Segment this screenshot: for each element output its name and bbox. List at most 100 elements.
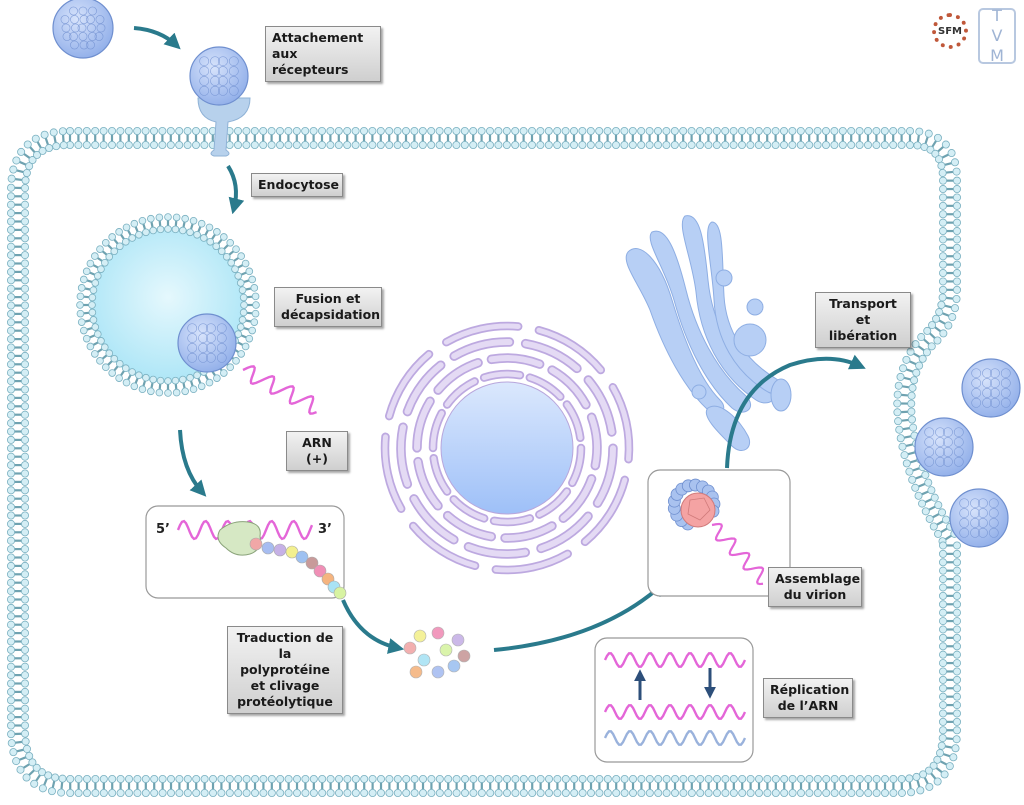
lipid-head	[245, 267, 254, 276]
lipid-head	[570, 127, 579, 136]
lipid-head	[89, 286, 98, 294]
lipid-head	[28, 758, 37, 767]
lipid-head	[40, 130, 49, 139]
lipid-head	[637, 775, 646, 784]
lipid-head	[7, 721, 16, 730]
capsomer	[210, 56, 220, 67]
lipid-head	[939, 608, 948, 617]
lipid-tail	[901, 418, 909, 422]
capsomer	[943, 456, 953, 467]
lipid-head	[939, 252, 948, 261]
lipid-head	[953, 252, 962, 261]
lipid-head	[360, 789, 369, 798]
lipid-head	[671, 789, 680, 798]
lipid-head	[536, 789, 545, 798]
lipid-tail	[909, 360, 917, 366]
lipid-head	[7, 192, 15, 201]
lipid-head	[21, 545, 30, 554]
lipid-head	[953, 558, 962, 567]
capsomer	[206, 333, 216, 343]
lipid-head	[7, 687, 16, 696]
lipid-head	[82, 127, 91, 136]
lipid-head	[938, 168, 947, 177]
lipid-head	[662, 789, 671, 798]
lipid-head	[309, 140, 318, 149]
lipid-tail	[942, 312, 950, 317]
lipid-head	[805, 140, 814, 149]
capsomer	[187, 323, 198, 334]
lipid-head	[889, 775, 898, 784]
lipid-head	[138, 385, 147, 394]
lipid-head	[82, 140, 91, 149]
envelope-segment-highlight	[491, 515, 533, 525]
lipid-head	[637, 140, 646, 149]
lipid-head	[953, 684, 962, 693]
cleaved-protein	[447, 659, 461, 673]
lipid-tail	[912, 467, 920, 472]
lipid-head	[99, 775, 108, 784]
lipid-tail	[915, 475, 923, 480]
lipid-head	[746, 775, 755, 784]
lipid-head	[511, 140, 520, 149]
tvm-logo: T V M	[978, 6, 1016, 65]
lipid-head	[217, 775, 226, 784]
lipid-head	[52, 142, 61, 151]
lipid-head	[729, 789, 738, 798]
lipid-head	[763, 775, 772, 784]
lipid-head	[893, 390, 902, 399]
lipid-head	[880, 127, 889, 136]
capsomer	[198, 323, 208, 334]
capsomer	[206, 323, 216, 334]
rna-wave	[242, 365, 317, 415]
lipid-head	[477, 140, 486, 149]
lipid-head	[939, 558, 948, 567]
lipid-head	[536, 140, 545, 149]
lipid-head	[21, 671, 30, 680]
lipid-head	[284, 775, 293, 784]
lipid-head	[301, 789, 310, 798]
lipid-head	[351, 775, 360, 784]
lipid-tail	[903, 376, 911, 381]
lipid-tail	[60, 782, 64, 790]
lipid-head	[502, 140, 511, 149]
lipid-head	[427, 789, 436, 798]
lipid-head	[906, 347, 915, 356]
lipid-head	[22, 744, 31, 753]
lipid-head	[22, 168, 31, 177]
lipid-tail	[937, 146, 944, 153]
lipid-head	[949, 753, 958, 762]
lipid-head	[58, 774, 67, 783]
lipid-tail	[901, 393, 909, 397]
lipid-tail	[243, 326, 250, 331]
lipid-head	[181, 214, 189, 223]
lipid-head	[924, 129, 933, 138]
lipid-head	[872, 127, 881, 136]
lipid-head	[410, 789, 419, 798]
lipid-head	[7, 335, 16, 344]
lipid-head	[21, 570, 30, 579]
lipid-head	[21, 427, 30, 436]
lipid-head	[953, 566, 962, 575]
lipid-head	[150, 775, 159, 784]
lipid-head	[721, 789, 730, 798]
lipid-head	[21, 267, 30, 276]
lipid-head	[953, 210, 962, 219]
envelope-segment-highlight	[404, 362, 444, 415]
capsomer	[199, 56, 210, 67]
lipid-head	[939, 218, 948, 227]
lipid-head	[797, 789, 806, 798]
lipid-head	[130, 219, 139, 228]
envelope-segment-highlight	[382, 434, 404, 512]
lipid-head	[7, 410, 16, 419]
lipid-head	[21, 645, 30, 654]
lipid-head	[21, 301, 30, 310]
lipid-head	[21, 603, 30, 612]
lipid-tail	[918, 482, 926, 488]
lipid-head	[21, 377, 30, 386]
lipid-head	[7, 343, 16, 352]
lipid-head	[612, 127, 621, 136]
lipid-head	[939, 600, 948, 609]
receptor	[197, 97, 251, 157]
lipid-head	[952, 167, 961, 176]
lipid-head	[21, 410, 30, 419]
